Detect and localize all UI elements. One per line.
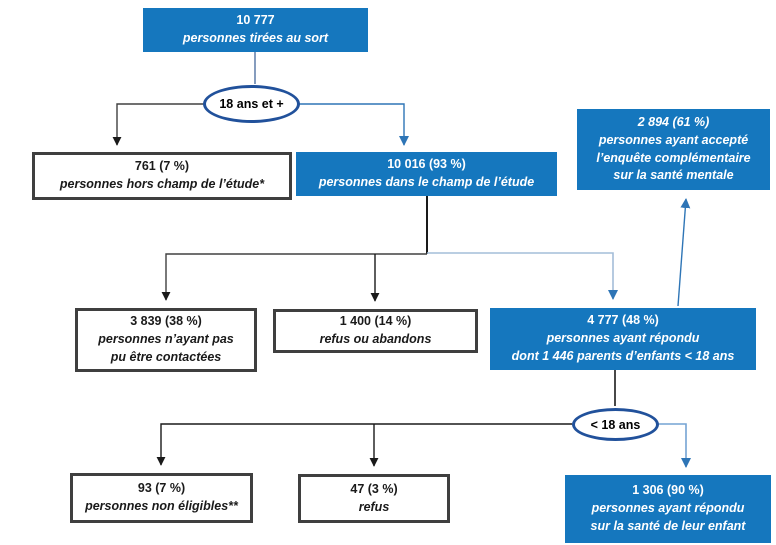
node-value: 47 (3 %) xyxy=(350,481,398,496)
connector-filter-to-dans-champ xyxy=(299,103,409,146)
node-label: personnes dans le champ de l’étude xyxy=(318,175,535,189)
node-hors-champ: 761 (7 %) personnes hors champ de l’étud… xyxy=(32,152,292,200)
connector-to-non-contactees xyxy=(161,253,427,301)
node-value: 4 777 (48 %) xyxy=(587,313,659,328)
node-value: 1 306 (90 %) xyxy=(632,483,704,498)
decision-label: 18 ans et + xyxy=(219,97,284,111)
node-refus-ou-abandons: 1 400 (14 %) refus ou abandons xyxy=(273,309,478,353)
connector-filter-to-hors-champ xyxy=(112,103,204,146)
node-repondu-sante-enfant: 1 306 (90 %) personnes ayant répondu sur… xyxy=(565,475,771,543)
node-label: sur la santé de leur enfant xyxy=(590,518,746,533)
node-non-contactees: 3 839 (38 %) personnes n’ayant pas pu êt… xyxy=(75,308,257,372)
node-label: personnes non éligibles** xyxy=(85,499,238,513)
node-personnes-tirees-au-sort: 10 777 personnes tirées au sort xyxy=(143,8,368,52)
node-label: personnes hors champ de l’étude* xyxy=(59,177,265,191)
node-value: 93 (7 %) xyxy=(137,481,186,496)
connector-to-non-eligibles xyxy=(156,423,572,466)
node-label: pu être contactées xyxy=(110,349,222,364)
node-ayant-repondu: 4 777 (48 %) personnes ayant répondu don… xyxy=(490,308,756,370)
node-label: refus xyxy=(358,499,390,514)
node-label: personnes ayant accepté xyxy=(598,132,749,147)
node-value: 10 016 (93 %) xyxy=(387,157,466,172)
node-enquete-complementaire: 2 894 (61 %) personnes ayant accepté l’e… xyxy=(577,109,770,190)
connector-to-repondu xyxy=(427,252,618,300)
node-label: dont 1 446 parents d’enfants < 18 ans xyxy=(511,348,735,363)
node-label: sur la santé mentale xyxy=(613,168,734,183)
decision-18-ans-et-plus: 18 ans et + xyxy=(203,85,300,123)
node-label: l’enquête complémentaire xyxy=(596,150,751,165)
node-value: 2 894 (61 %) xyxy=(637,115,710,129)
node-label: personnes tirées au sort xyxy=(182,31,329,45)
node-refus-enfant: 47 (3 %) refus xyxy=(298,474,450,523)
node-value: 3 839 (38 %) xyxy=(130,314,202,329)
node-dans-le-champ: 10 016 (93 %) personnes dans le champ de… xyxy=(296,152,557,196)
decision-moins-18-ans: < 18 ans xyxy=(572,408,659,441)
node-value: 1 400 (14 %) xyxy=(339,314,412,329)
node-non-eligibles: 93 (7 %) personnes non éligibles** xyxy=(70,473,253,523)
connector-repondu-to-enquete xyxy=(677,198,691,307)
node-value: 761 (7 %) xyxy=(134,159,190,174)
node-value: 10 777 xyxy=(236,13,275,28)
node-label: personnes ayant répondu xyxy=(546,331,700,346)
node-label: refus ou abandons xyxy=(319,332,432,346)
node-label: personnes n’ayant pas xyxy=(98,332,234,347)
node-label: personnes ayant répondu xyxy=(591,501,745,516)
connector-to-repondu-enfant xyxy=(659,423,691,468)
decision-label: < 18 ans xyxy=(590,417,641,432)
